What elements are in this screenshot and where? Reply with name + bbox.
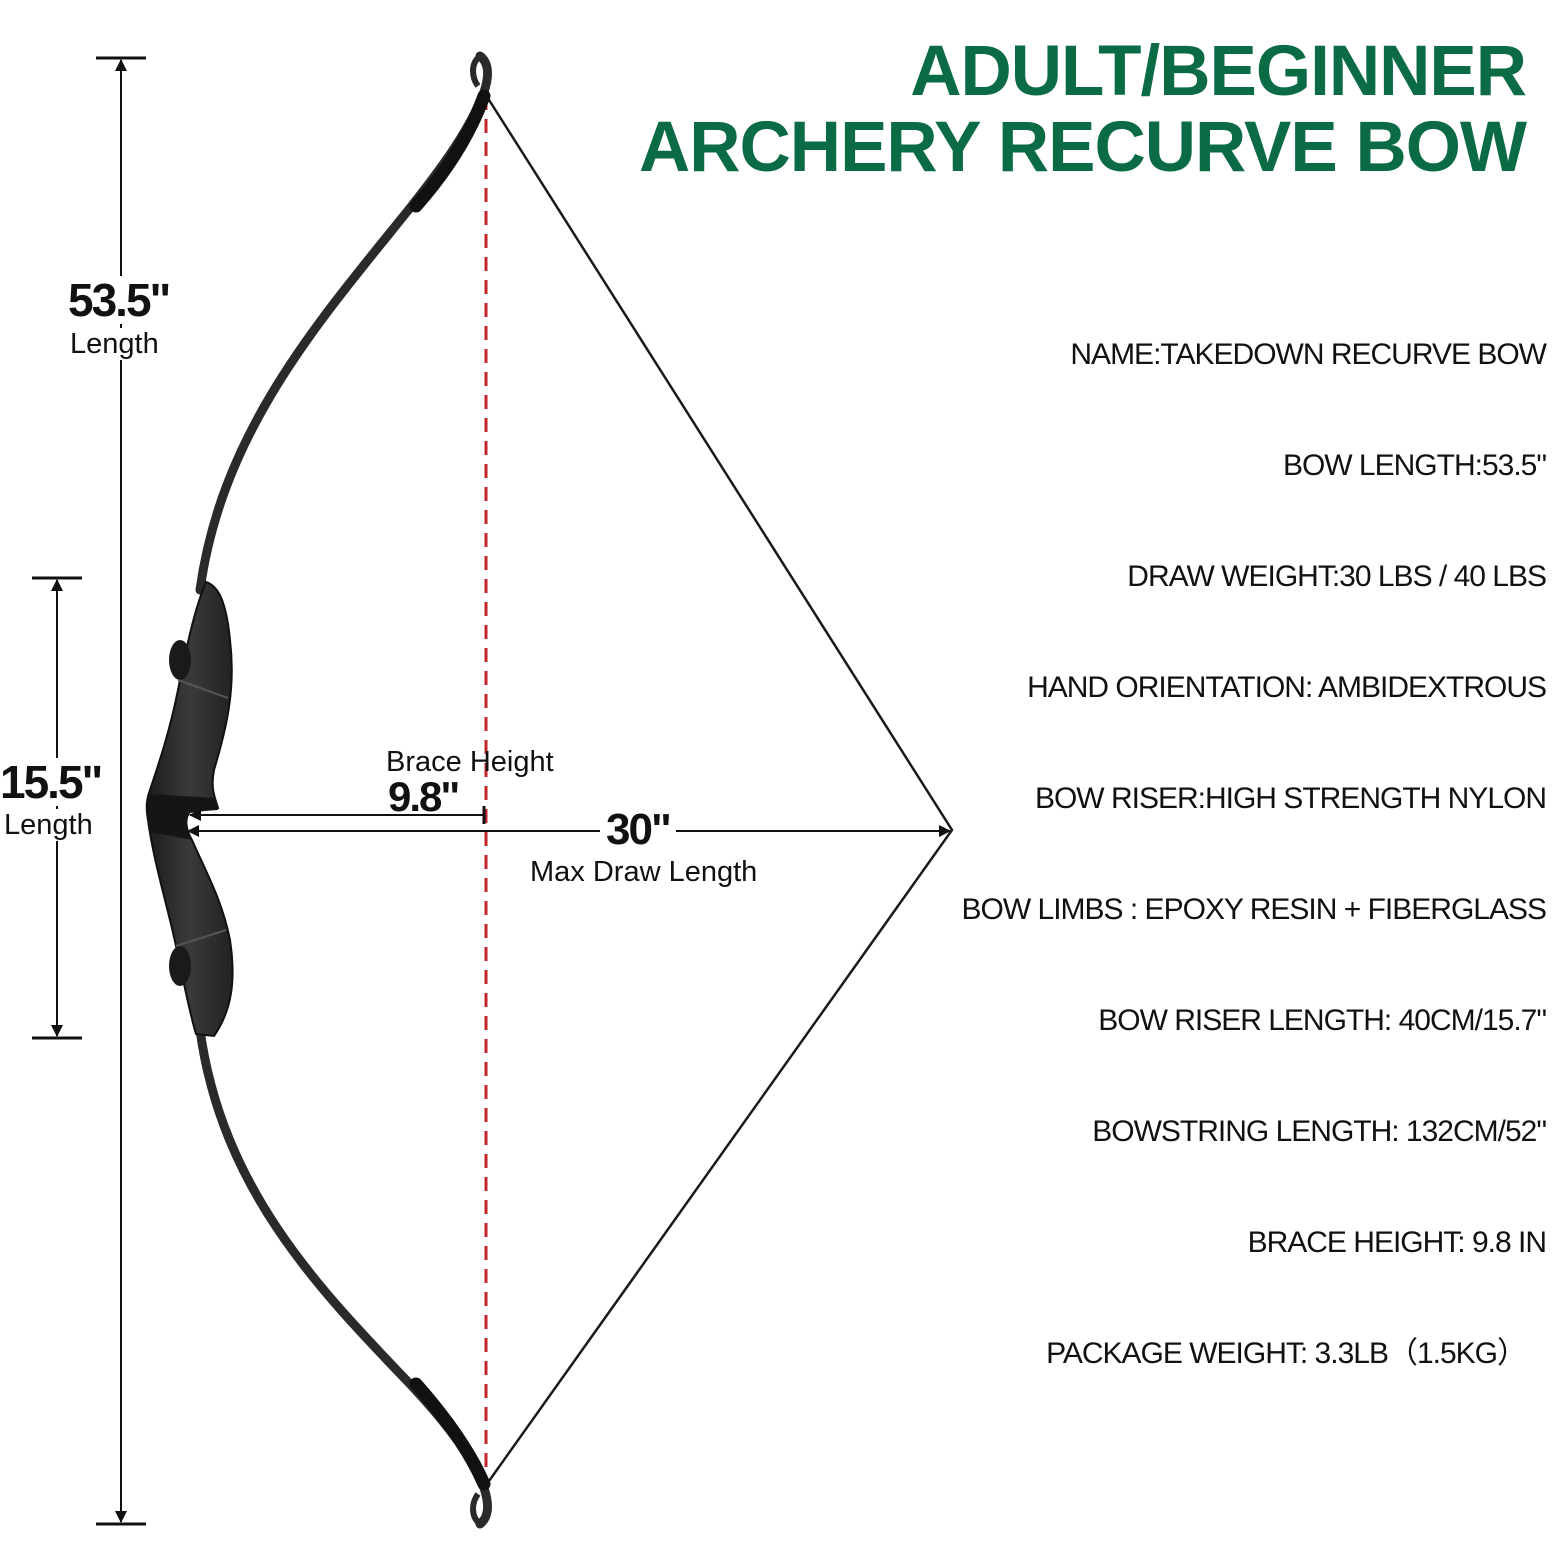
spec-brace-height: BRACE HEIGHT: 9.8 IN [1247,1226,1547,1259]
spec-package-weight: PACKAGE WEIGHT: 3.3LB（1.5KG） [1046,1337,1527,1370]
title-line-2: ARCHERY RECURVE BOW [638,108,1527,187]
spec-hand-orientation: HAND ORIENTATION: AMBIDEXTROUS [1027,671,1547,704]
brace-height-label: Brace Height [386,746,554,778]
riser-length-dimension [32,576,82,1040]
spec-bowstring-length: BOWSTRING LENGTH: 132CM/52" [1092,1115,1547,1148]
bow-length-label: Length [68,328,161,360]
spec-draw-weight: DRAW WEIGHT:30 LBS / 40 LBS [1127,560,1547,593]
spec-bow-riser: BOW RISER:HIGH STRENGTH NYLON [1034,782,1547,815]
brace-height-dimension [189,806,486,824]
max-draw-label: Max Draw Length [530,856,758,888]
recurve-bow-icon [145,51,492,1529]
spec-riser-length: BOW RISER LENGTH: 40CM/15.7" [1098,1004,1547,1037]
bow-length-value: 53.5" [66,274,171,326]
max-draw-value: 30" [600,806,676,854]
riser-length-label: Length [4,809,97,841]
brace-height-value: 9.8" [388,773,460,820]
spec-bow-limbs: BOW LIMBS : EPOXY RESIN + FIBERGLASS [961,893,1547,926]
bowstring [482,91,954,1489]
spec-name: NAME:TAKEDOWN RECURVE BOW [1070,338,1547,371]
riser-length-value: 15.5" [0,758,106,806]
title-line-1: ADULT/BEGINNER [910,32,1527,111]
spec-bow-length: BOW LENGTH:53.5" [1282,449,1547,482]
